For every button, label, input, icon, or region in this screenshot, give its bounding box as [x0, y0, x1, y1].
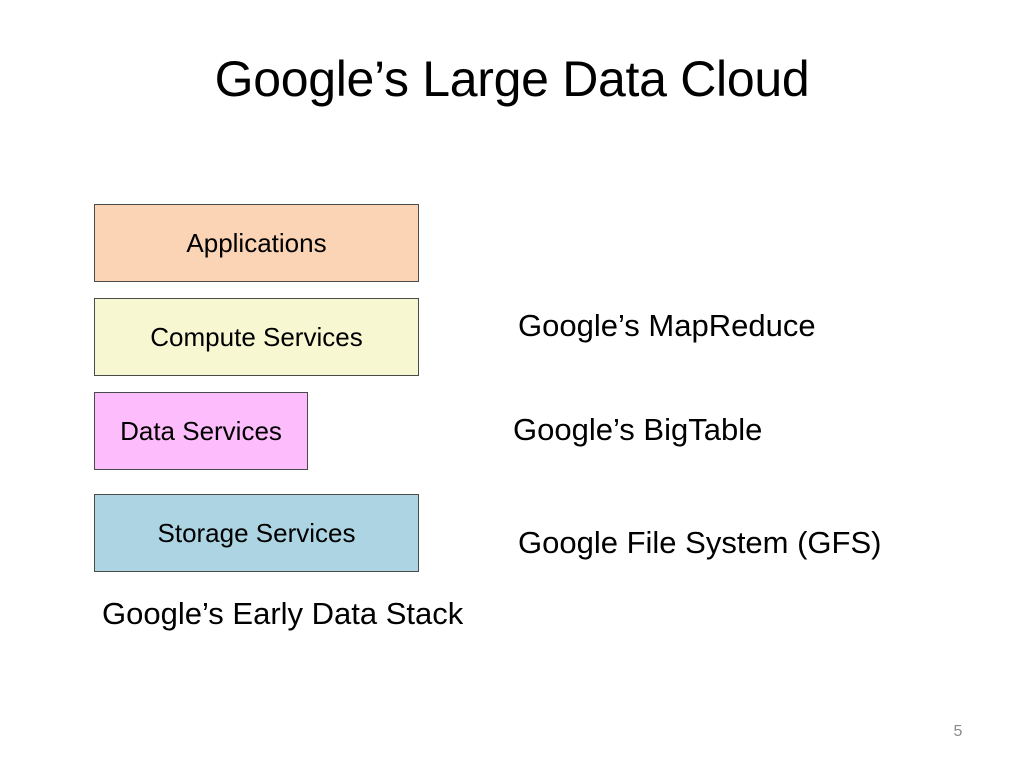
compute-services-layer-label: Compute Services	[150, 322, 363, 352]
applications-layer-label: Applications	[186, 228, 327, 258]
mapreduce-annotation: Google’s MapReduce	[518, 308, 816, 343]
bigtable-annotation: Google’s BigTable	[513, 412, 763, 447]
storage-services-layer-box: Storage Services	[94, 494, 419, 572]
applications-layer-box: Applications	[94, 204, 419, 282]
stack-caption: Google’s Early Data Stack	[102, 596, 464, 631]
page-number: 5	[953, 723, 963, 740]
storage-services-layer-label: Storage Services	[157, 518, 356, 548]
slide-title: Google’s Large Data Cloud	[214, 51, 810, 107]
compute-services-layer-box: Compute Services	[94, 298, 419, 376]
data-services-layer-box: Data Services	[94, 392, 308, 470]
data-services-layer-label: Data Services	[120, 416, 282, 446]
gfs-annotation: Google File System (GFS)	[518, 525, 882, 560]
